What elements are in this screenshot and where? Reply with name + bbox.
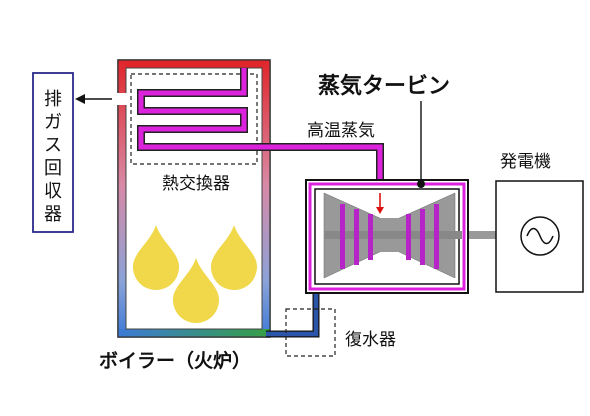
condenser-box: [285, 308, 336, 357]
heat-exchanger-box: [130, 73, 258, 165]
exhaust-recovery-label-5: 収: [44, 181, 62, 202]
sine-wave-icon: [526, 227, 554, 245]
condenser-label: 復水器: [345, 330, 396, 350]
condensate-pipe: [266, 294, 320, 338]
turbine-blades: [340, 204, 439, 269]
steam-turbine-leader-dot: [417, 180, 425, 188]
hot-steam-label: 高温蒸気: [307, 121, 375, 141]
flame-icons: [132, 225, 258, 323]
exhaust-arrow: [75, 94, 118, 104]
flame-icon: [210, 225, 258, 290]
turbine-shaft-extension: [460, 231, 498, 239]
flame-icon: [172, 258, 220, 323]
exhaust-recovery-label-3: ス: [44, 135, 62, 156]
exhaust-recovery-label-1: 排: [44, 89, 62, 110]
exhaust-recovery-label-6: 器: [44, 204, 62, 225]
exhaust-recovery-label-4: 回: [44, 158, 62, 179]
generator: 発電機: [495, 152, 584, 293]
exhaust-recovery-unit: 排 ガ ス 回 収 器: [32, 72, 74, 233]
exhaust-recovery-label-2: ガ: [44, 112, 62, 133]
generator-label: 発電機: [500, 152, 551, 172]
heat-exchanger-coil: [137, 68, 384, 184]
steam-turbine: [305, 179, 469, 294]
heat-exchanger-label: 熱交換器: [162, 174, 230, 194]
steam-turbine-label: 蒸気タービン: [318, 73, 450, 99]
flame-icon: [132, 225, 180, 290]
boiler-label: ボイラー（火炉）: [99, 349, 251, 372]
